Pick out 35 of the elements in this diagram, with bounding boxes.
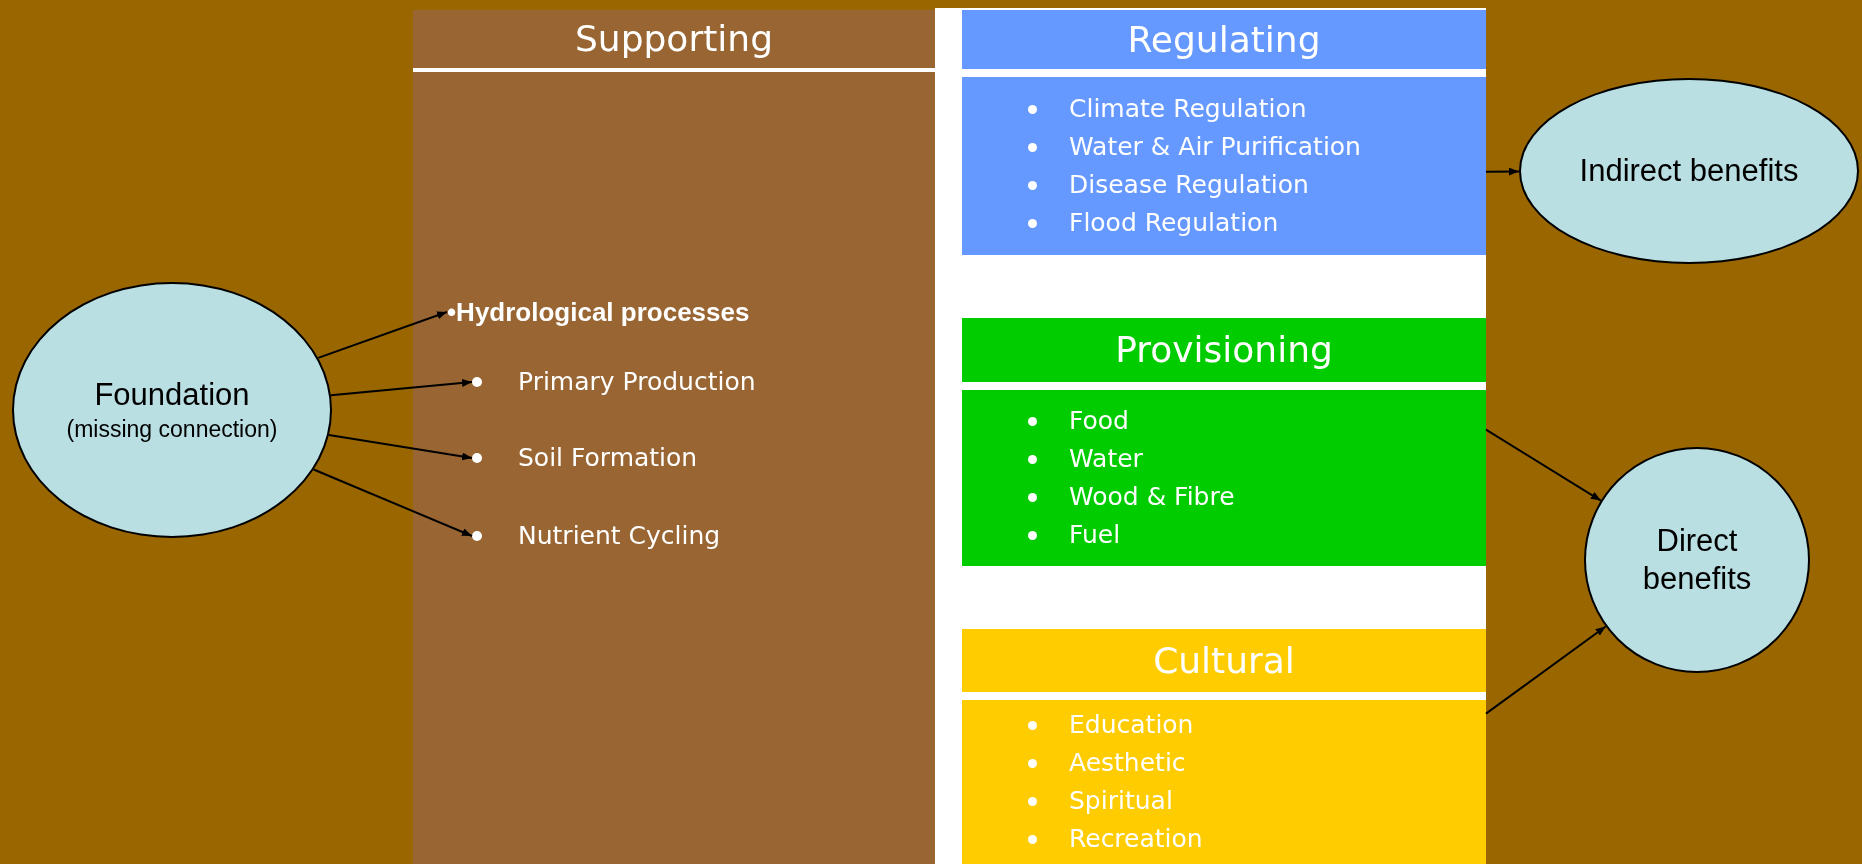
supporting-column <box>413 10 935 864</box>
panel-heading: Cultural <box>1153 638 1295 683</box>
panel-heading: Regulating <box>1127 17 1321 62</box>
arrow <box>329 378 473 397</box>
panel-item: Flood Regulation <box>1069 207 1279 239</box>
arrow <box>1485 625 1607 715</box>
bullet-item: Nutrient Cycling <box>472 518 852 554</box>
panel-heading: Provisioning <box>1115 328 1333 372</box>
list-item: •Hydrological processes <box>447 294 847 330</box>
arrow <box>1485 167 1520 176</box>
arrow <box>317 311 448 359</box>
panel-item: Recreation <box>1069 823 1203 855</box>
service-panel <box>962 629 1486 864</box>
ellipse-label: (missing connection) <box>66 415 278 444</box>
panel-item: Fuel <box>1069 519 1121 551</box>
column-heading: Supporting <box>575 17 773 61</box>
panel-item: Spiritual <box>1069 785 1173 817</box>
ellipse-label: Direct benefits <box>1641 522 1753 598</box>
panel-item: Food <box>1069 405 1129 437</box>
ellipse-label: Foundation <box>93 376 251 414</box>
panel-item: Education <box>1069 709 1194 741</box>
service-panel <box>962 10 1486 255</box>
ellipse-label: Indirect benefits <box>1578 152 1800 190</box>
panel-item: Climate Regulation <box>1069 93 1307 125</box>
panel-item: Water <box>1069 443 1143 475</box>
service-panel <box>962 318 1486 566</box>
arrow <box>1485 428 1602 502</box>
bullet-item: Primary Production <box>472 364 852 400</box>
arrow <box>327 434 473 461</box>
panel-item: Water & Air Purification <box>1069 131 1361 163</box>
panel-item: Aesthetic <box>1069 747 1186 779</box>
bullet-item: Soil Formation <box>472 440 852 476</box>
arrow <box>312 468 473 537</box>
panel-item: Wood & Fibre <box>1069 481 1235 513</box>
panel-item: Disease Regulation <box>1069 169 1309 201</box>
